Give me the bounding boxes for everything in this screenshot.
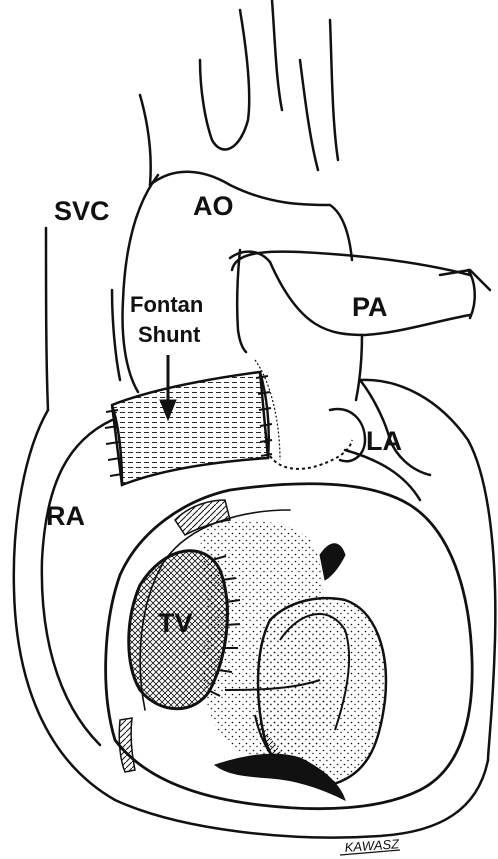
svc [46,228,120,410]
label-fontan: Fontan [130,292,203,317]
label-svc: SVC [54,196,110,226]
pulmonary-artery [232,252,490,400]
left-atrium [330,409,365,461]
label-shunt: Shunt [138,322,201,347]
label-la: LA [366,426,402,456]
fontan-shunt [105,360,352,485]
label-ra: RA [46,501,85,531]
label-pa: PA [352,292,388,322]
aortic-branches [140,0,338,185]
aorta [123,172,352,392]
label-tv: TV [158,608,193,638]
label-ao: AO [193,191,234,221]
